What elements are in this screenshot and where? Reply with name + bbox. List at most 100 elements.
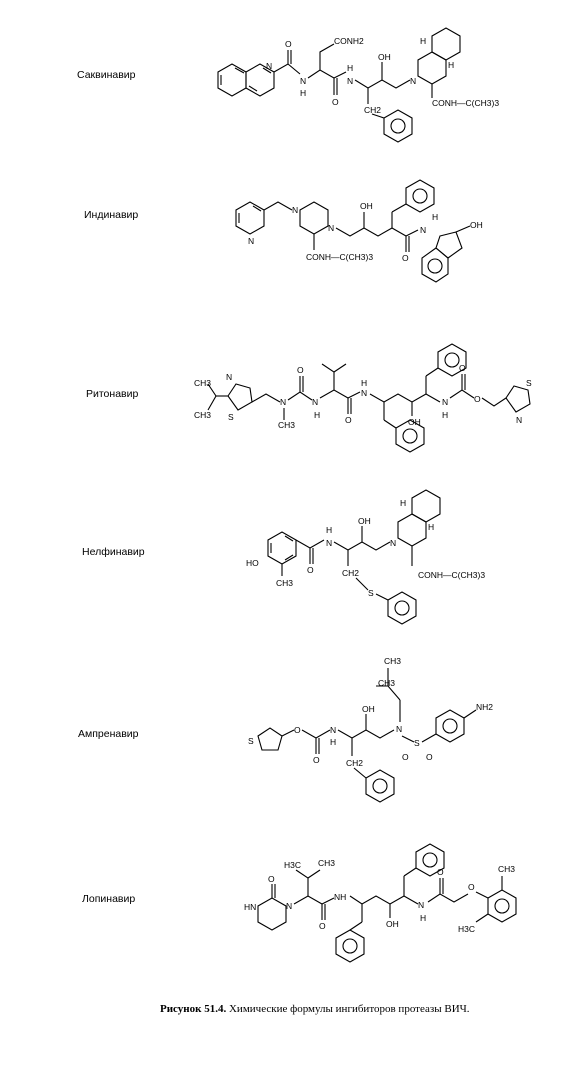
lop-dimethylphenyl-ring <box>487 889 517 923</box>
saq-tbu-amide: CONH—C(CH3)3 <box>432 98 499 108</box>
lop-h: H <box>420 913 426 923</box>
saq-cyclohexane-ring <box>431 27 461 61</box>
saq-ch2: CH2 <box>364 105 381 115</box>
saq-n-2: N <box>300 76 306 86</box>
lop-oh: OH <box>386 919 399 929</box>
amp-nh2: NH2 <box>476 702 493 712</box>
figure-caption-text: Химические формулы ингибиторов протеазы … <box>228 1003 470 1015</box>
nel-phenyl-ring <box>387 591 417 625</box>
lop-n-1: N <box>286 901 292 911</box>
ind-n-1: N <box>248 236 254 246</box>
rit-s-2: S <box>526 378 532 388</box>
rit-n-1: N <box>226 372 232 382</box>
nel-h-1: H <box>326 525 332 535</box>
nel-h-3: H <box>400 498 406 508</box>
lop-ch3-2: CH3 <box>498 864 515 874</box>
amp-o-ester: O <box>294 725 301 735</box>
ind-indane-five-ring <box>435 231 463 259</box>
ind-n-2: N <box>292 205 298 215</box>
structure-saquinavir: N O N H CONH2 O H N CH2 OH N H H CONH—C(… <box>217 27 499 143</box>
saq-h-4: H <box>420 36 426 46</box>
saq-h-3: H <box>448 60 454 70</box>
rit-n-3: N <box>312 397 318 407</box>
rit-ch3-1: CH3 <box>194 378 211 388</box>
rit-o-4: O <box>474 394 481 404</box>
saq-h-1: H <box>300 88 306 98</box>
amp-aniline-ring <box>435 709 465 743</box>
rit-n-2: N <box>280 397 286 407</box>
rit-h-3: H <box>442 410 448 420</box>
structure-lopinavir: HN O N H3C CH3 O NH OH N H O O <box>244 843 517 963</box>
nel-s: S <box>368 588 374 598</box>
nel-o: O <box>307 565 314 575</box>
nel-ho: HO <box>246 558 259 568</box>
rit-o-2: O <box>345 415 352 425</box>
rit-h-1: H <box>314 410 320 420</box>
rit-thiazole-ring-2 <box>505 385 531 413</box>
lop-phenyl-ring-1 <box>335 929 365 963</box>
ind-piperazine-ring <box>299 201 329 235</box>
drug-name-indinavir: Индинавир <box>84 209 139 221</box>
nel-cyclohexane-ring <box>411 489 441 523</box>
quinoline-ring-a <box>217 63 247 97</box>
ind-oh-2: OH <box>470 220 483 230</box>
amp-ch3-1: CH3 <box>378 678 395 688</box>
saq-o-1: O <box>285 39 292 49</box>
lop-o-3: O <box>437 867 444 877</box>
rit-n-6: N <box>516 415 522 425</box>
amp-o-s-1: O <box>402 752 409 762</box>
quinoline-ring-b <box>245 63 275 97</box>
saq-oh: OH <box>378 52 391 62</box>
rit-phenyl-ring-1 <box>395 419 425 453</box>
figure-caption-label: Рисунок 51.4. <box>160 1003 227 1015</box>
saq-conh2: CONH2 <box>334 36 364 46</box>
ind-o-carbonyl: O <box>402 253 409 263</box>
nel-ch2: CH2 <box>342 568 359 578</box>
nel-piperidine-ring <box>397 513 427 547</box>
nel-h-2: H <box>428 522 434 532</box>
drug-name-nelfinavir: Нелфинавир <box>82 546 145 558</box>
amp-ch2: CH2 <box>346 758 363 768</box>
ind-h: H <box>432 212 438 222</box>
ind-phenyl-ring <box>405 179 435 213</box>
rit-h-2: H <box>361 378 367 388</box>
nel-oh: OH <box>358 516 371 526</box>
saq-n-3: N <box>347 76 353 86</box>
rit-s-1: S <box>228 412 234 422</box>
saq-n-1: N <box>266 61 272 71</box>
saq-h-2: H <box>347 63 353 73</box>
lop-h3c-2: H3C <box>458 924 475 934</box>
lop-nh: NH <box>334 892 346 902</box>
amp-s: S <box>414 738 420 748</box>
structure-ritonavir: CH3 CH3 N S N CH3 O N H O H N OH <box>194 343 532 453</box>
figure-caption: Рисунок 51.4. Химические формулы ингибит… <box>160 1003 500 1016</box>
rit-ch3-3: CH3 <box>278 420 295 430</box>
ind-indane-benzo-ring <box>421 247 449 283</box>
amp-h: H <box>330 737 336 747</box>
saq-phenyl-ring <box>383 109 413 143</box>
rit-oh: OH <box>408 417 421 427</box>
nel-phenol-ring <box>267 531 297 565</box>
amp-ch3-2: CH3 <box>384 656 401 666</box>
ind-pyridine-ring <box>235 201 265 235</box>
drug-name-lopinavir: Лопинавир <box>82 893 136 905</box>
rit-n-4: N <box>361 388 367 398</box>
rit-phenyl-ring-2 <box>437 343 467 377</box>
rit-ch3-2: CH3 <box>194 410 211 420</box>
amp-o-s-2: O <box>426 752 433 762</box>
lop-hn: HN <box>244 902 256 912</box>
ind-n-4: N <box>420 225 426 235</box>
drug-name-ritonavir: Ритонавир <box>86 388 139 400</box>
lop-phenyl-ring-2 <box>415 843 445 877</box>
lop-h3c: H3C <box>284 860 301 870</box>
drug-name-amprenavir: Ампренавир <box>78 728 139 740</box>
rit-o-1: O <box>297 365 304 375</box>
structure-nelfinavir: HO CH3 O H N CH2 S OH N H H CONH—C(CH3)3 <box>246 489 485 625</box>
structure-amprenavir: S O O N H CH2 OH N CH3 CH3 S O O NH2 <box>248 656 493 803</box>
drug-name-saquinavir: Саквинавир <box>77 69 136 81</box>
ind-oh-1: OH <box>360 201 373 211</box>
rit-n-5: N <box>442 397 448 407</box>
rit-thiazole-ring-1 <box>227 383 253 411</box>
amp-phenyl-ring <box>365 769 395 803</box>
